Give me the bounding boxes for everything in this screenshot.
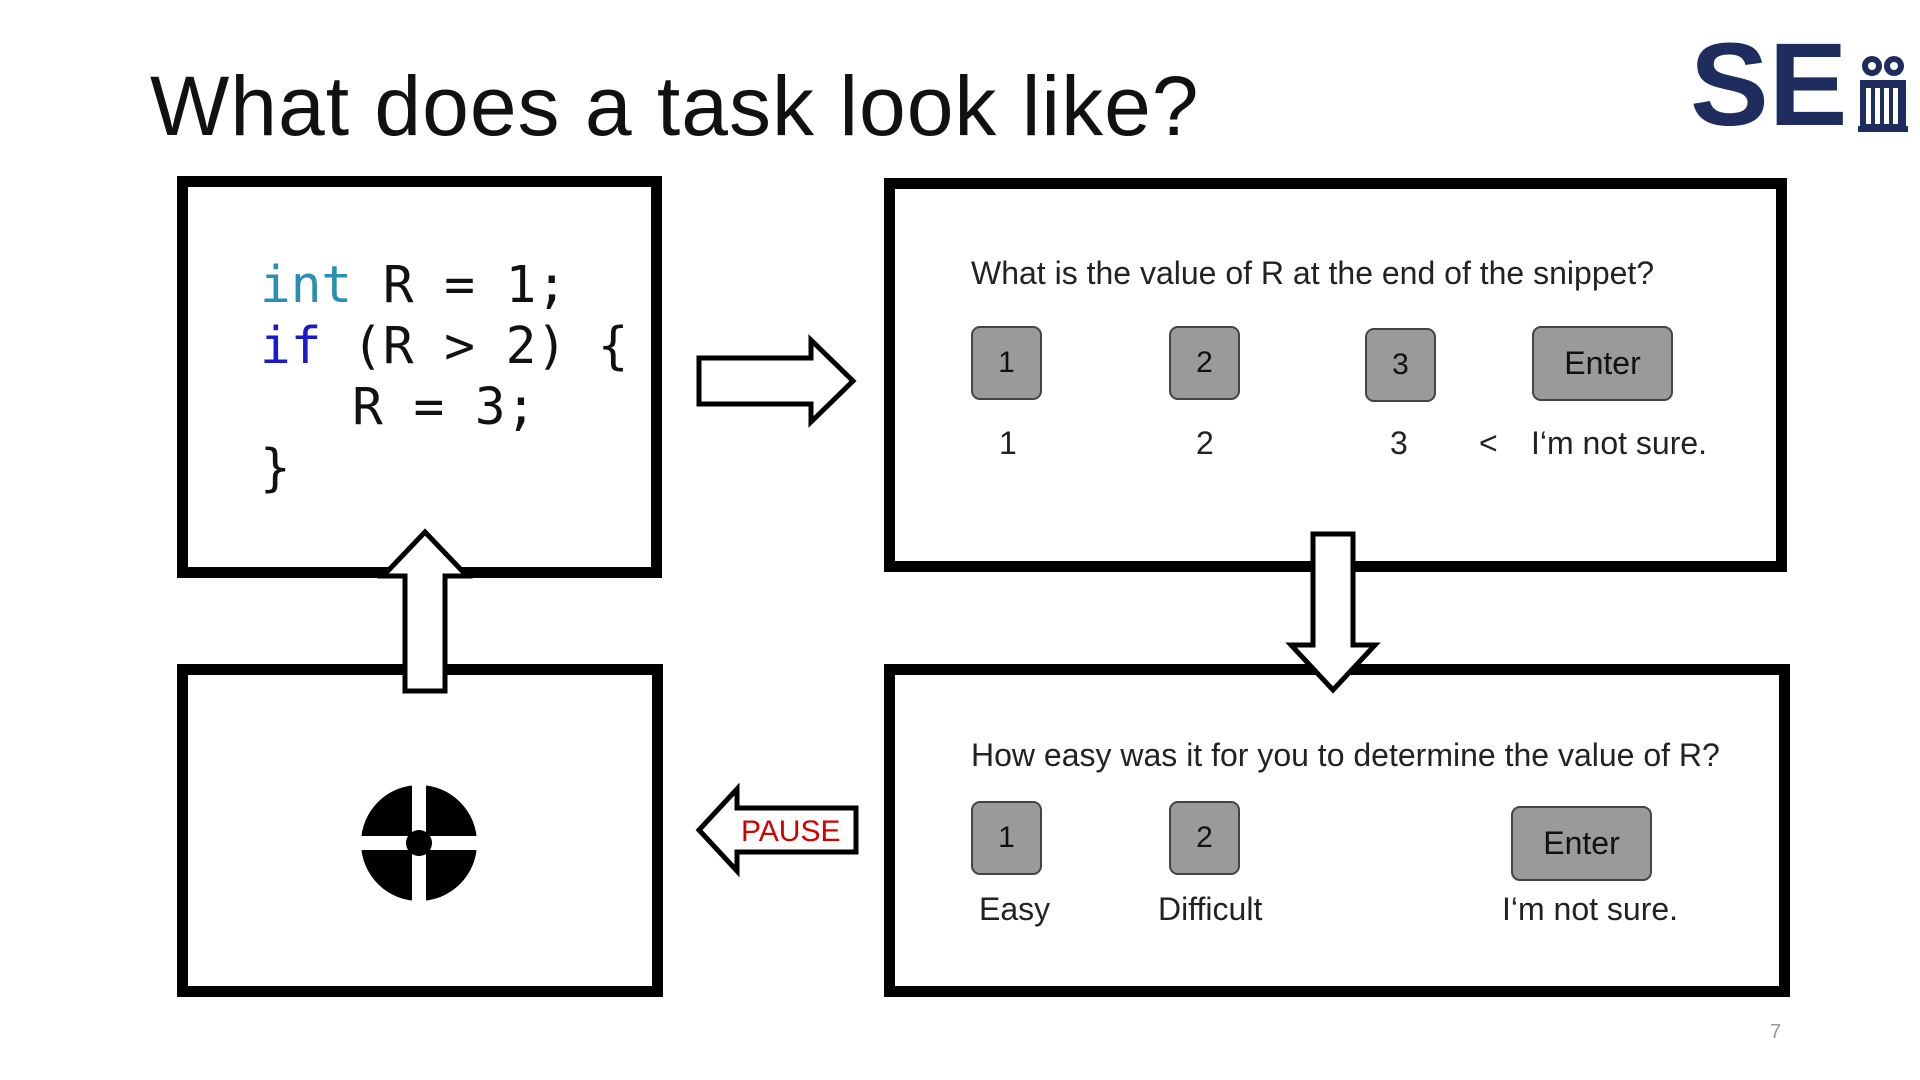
easy-label: Easy	[979, 891, 1051, 927]
difficulty-question-text: How easy was it for you to determine the…	[971, 737, 1720, 773]
code-keyword-if: if	[260, 317, 322, 376]
answer-button-1[interactable]: 1	[971, 326, 1042, 400]
question-panel: What is the value of R at the end of the…	[884, 178, 1787, 572]
answer-label-1: 1	[999, 425, 1017, 461]
difficulty-panel: How easy was it for you to determine the…	[884, 664, 1790, 997]
difficulty-enter-button[interactable]: Enter	[1511, 806, 1652, 881]
arrow-down	[1285, 531, 1381, 694]
answer-button-3[interactable]: 3	[1365, 328, 1436, 402]
difficulty-button-1[interactable]: 1	[971, 801, 1042, 875]
code-keyword-int: int	[260, 256, 353, 315]
code-line-1: R = 1;	[352, 256, 568, 315]
code-line-3: R = 3;	[260, 378, 537, 437]
university-crest-icon	[1858, 56, 1908, 132]
question-text: What is the value of R at the end of the…	[971, 255, 1655, 291]
code-line-4: }	[260, 439, 291, 498]
se-logo: SE	[1690, 19, 1910, 151]
difficulty-not-sure-label: I‘m not sure.	[1502, 891, 1679, 927]
pause-label: PAUSE	[741, 815, 840, 848]
fixation-panel	[177, 664, 663, 997]
slide-title: What does a task look like?	[150, 59, 1200, 153]
arrow-right	[696, 334, 857, 428]
less-than-label: <	[1479, 425, 1498, 461]
difficult-label: Difficult	[1158, 891, 1263, 927]
fixation-cross-icon	[357, 781, 481, 905]
difficulty-button-2[interactable]: 2	[1169, 801, 1240, 875]
answer-label-3: 3	[1390, 425, 1408, 461]
logo-text: SE	[1690, 26, 1847, 136]
page-number: 7	[1770, 1021, 1782, 1043]
arrow-up	[377, 528, 473, 694]
not-sure-label: I‘m not sure.	[1531, 425, 1708, 461]
answer-label-2: 2	[1196, 425, 1214, 461]
code-panel: int R = 1; if (R > 2) { R = 3; }	[177, 176, 662, 578]
code-snippet: int R = 1; if (R > 2) { R = 3; }	[260, 255, 628, 499]
se-logo-mark: SE	[1690, 19, 1908, 151]
answer-button-2[interactable]: 2	[1169, 326, 1240, 400]
enter-button[interactable]: Enter	[1532, 326, 1673, 401]
code-line-2: (R > 2) {	[321, 317, 629, 376]
pause-arrow-left: PAUSE	[695, 782, 859, 878]
